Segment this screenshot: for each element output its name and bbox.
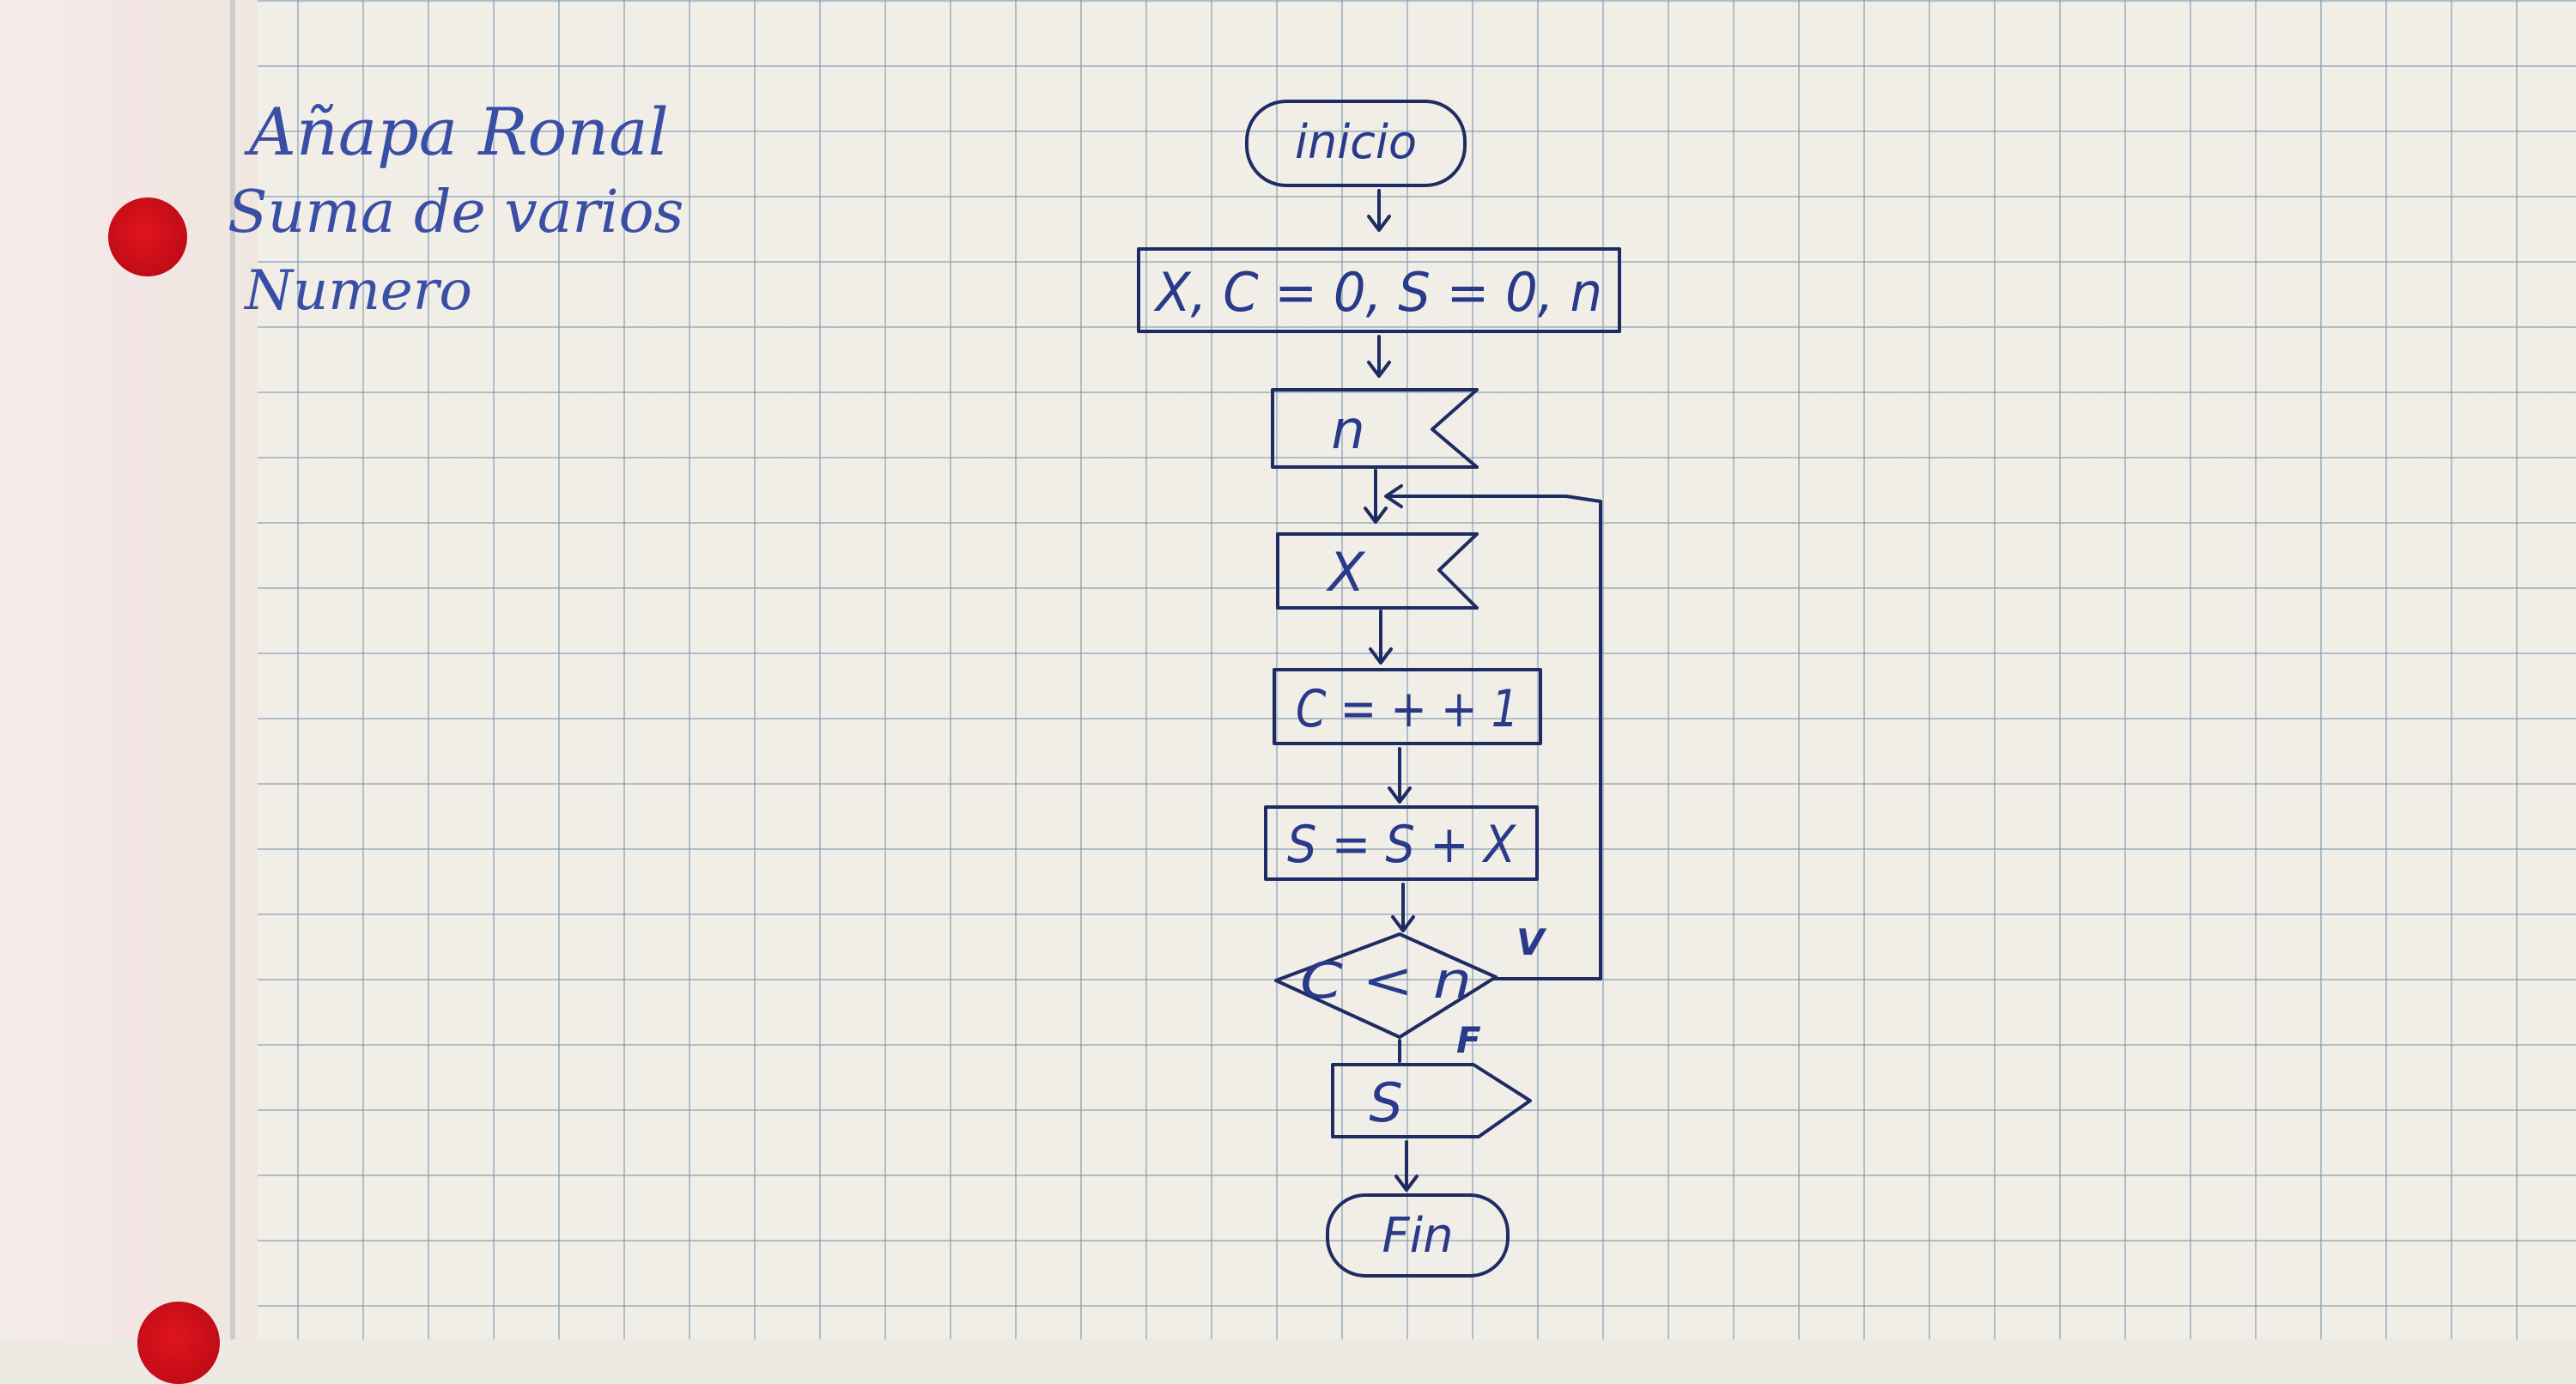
arrow-input-n-to-input-x xyxy=(1364,469,1388,524)
output-display-box: S xyxy=(1331,1063,1532,1138)
loop-back-line xyxy=(1386,495,1602,980)
loop-back-arrowhead xyxy=(1384,484,1403,508)
page-fold-line xyxy=(230,0,235,1339)
arrow-counter-to-sum xyxy=(1388,747,1412,804)
sum-label: S = S + X xyxy=(1287,815,1517,875)
start-terminal: inicio xyxy=(1245,100,1467,187)
false-branch-label: F xyxy=(1456,1019,1481,1061)
output-label: S xyxy=(1369,1071,1402,1134)
arrow-input-x-to-counter xyxy=(1369,610,1393,665)
input-n-box: n xyxy=(1271,388,1479,469)
init-process-box: X, C = 0, S = 0, n xyxy=(1137,247,1621,333)
counter-process-box: C = + + 1 xyxy=(1273,668,1542,745)
arrow-start-to-init xyxy=(1367,189,1391,232)
exercise-title: Suma de varios xyxy=(228,179,683,246)
input-n-label: n xyxy=(1331,398,1364,461)
start-label: inicio xyxy=(1295,115,1417,169)
arrow-output-to-end xyxy=(1394,1140,1419,1192)
decision-label: C < n xyxy=(1300,951,1472,1010)
flowchart-diagram: Añapa Ronal Suma de varios Numero inicio… xyxy=(228,94,1621,1278)
input-x-box: X xyxy=(1276,532,1479,610)
true-branch-label: V xyxy=(1516,921,1547,963)
sum-process-box: S = S + X xyxy=(1264,805,1539,881)
punch-hole-top xyxy=(108,197,187,276)
init-label: X, C = 0, S = 0, n xyxy=(1153,261,1602,324)
arrow-init-to-input-n xyxy=(1367,335,1391,378)
author-name: Añapa Ronal xyxy=(244,94,669,170)
input-x-label: X xyxy=(1326,541,1366,604)
exercise-subtitle: Numero xyxy=(243,259,472,323)
decision-diamond: C < n xyxy=(1274,932,1498,1039)
arrow-sum-to-decision xyxy=(1391,883,1415,932)
end-terminal: Fin xyxy=(1326,1193,1510,1278)
end-label: Fin xyxy=(1382,1208,1453,1264)
counter-label: C = + + 1 xyxy=(1296,679,1519,739)
